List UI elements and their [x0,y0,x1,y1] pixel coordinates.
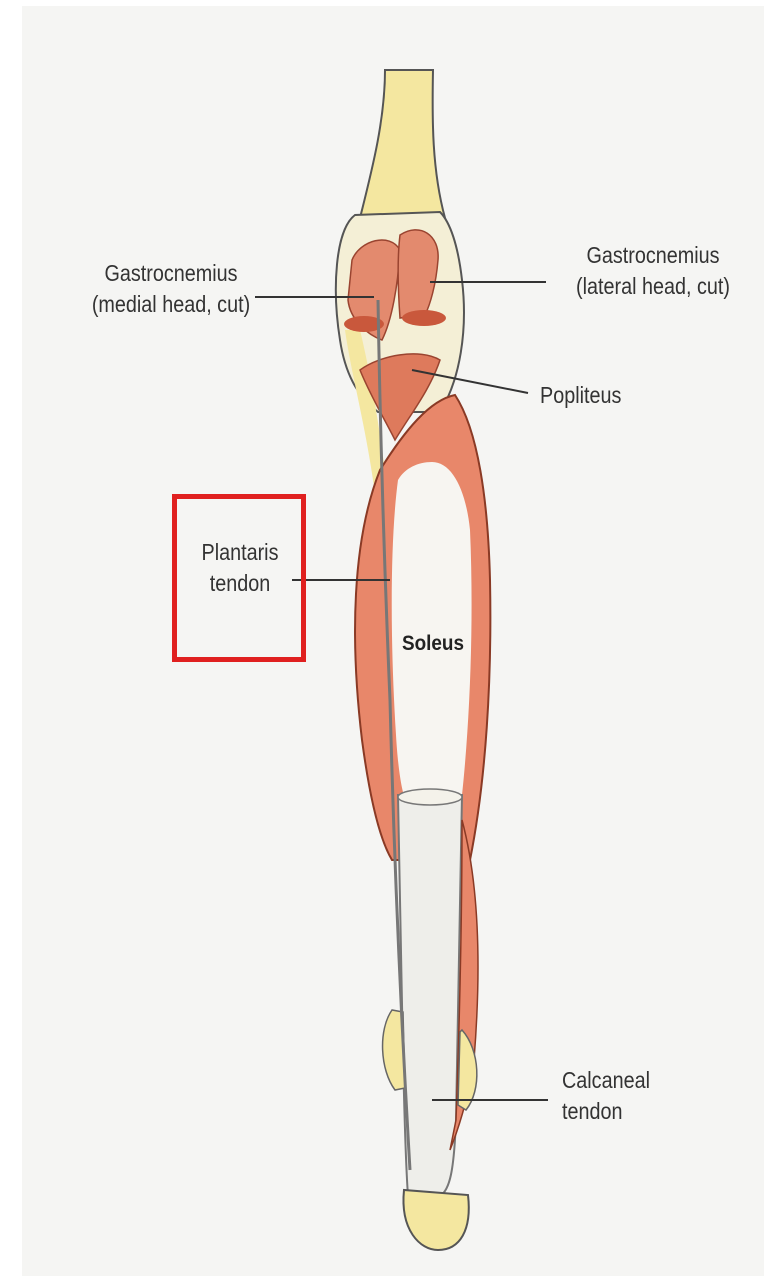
label-soleus: Soleus [402,632,464,656]
label-gastrocnemius-medial: Gastrocnemius (medial head, cut) [79,258,263,320]
soleus-inner [392,462,472,795]
label-gastrocnemius-medial-line1: Gastrocnemius [79,258,263,289]
label-popliteus-text: Popliteus [540,380,621,411]
label-gastrocnemius-lateral: Gastrocnemius (lateral head, cut) [561,240,745,302]
calcaneus-bone [403,1190,468,1250]
label-popliteus: Popliteus [540,380,621,411]
label-gastrocnemius-lateral-line2: (lateral head, cut) [561,271,745,302]
gastrocnemius-cut-lateral [402,310,446,326]
label-gastrocnemius-lateral-line1: Gastrocnemius [561,240,745,271]
label-gastrocnemius-medial-line2: (medial head, cut) [79,289,263,320]
tendon-top [398,789,462,805]
label-calcaneal-line2: tendon [562,1096,650,1127]
label-calcaneal-line1: Calcaneal [562,1065,650,1096]
plantaris-highlight-box [172,494,306,662]
label-calcaneal: Calcaneal tendon [562,1065,650,1127]
femur-bone [360,70,445,218]
